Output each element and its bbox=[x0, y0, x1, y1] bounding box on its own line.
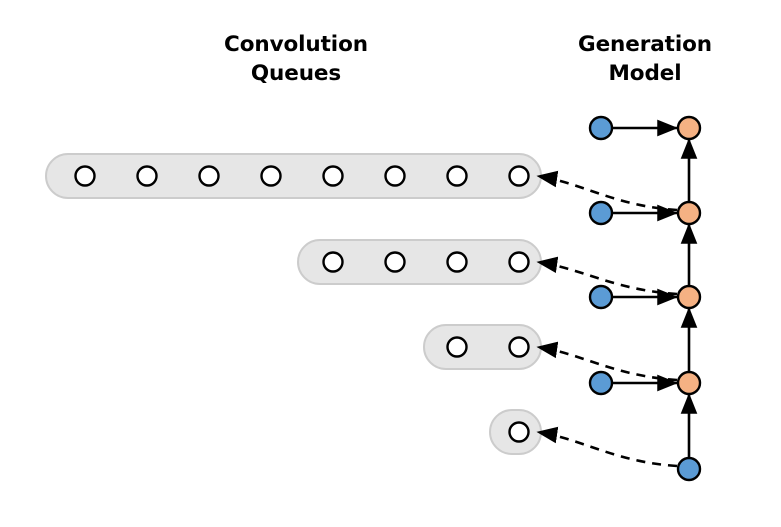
convolution-queue[interactable] bbox=[45, 153, 542, 199]
titles-group: Convolution Queues Generation Model bbox=[224, 32, 712, 86]
feedback-arrows-group bbox=[536, 170, 678, 468]
output-node[interactable] bbox=[676, 284, 702, 310]
feedback-arrow bbox=[536, 170, 678, 212]
input-node[interactable] bbox=[588, 284, 614, 310]
queue-cell[interactable] bbox=[384, 165, 406, 187]
feedback-arrow bbox=[536, 341, 678, 382]
convolution-queue[interactable] bbox=[423, 324, 542, 370]
generation-nodes-group bbox=[588, 115, 702, 482]
queue-cell[interactable] bbox=[508, 421, 530, 443]
output-node[interactable] bbox=[676, 456, 702, 482]
input-node[interactable] bbox=[588, 370, 614, 396]
output-node[interactable] bbox=[676, 370, 702, 396]
queue-cell[interactable] bbox=[446, 251, 468, 273]
feedback-arrow bbox=[536, 426, 678, 468]
left-title-line2: Queues bbox=[251, 61, 341, 86]
queue-cell[interactable] bbox=[446, 165, 468, 187]
input-node[interactable] bbox=[588, 115, 614, 141]
generation-edges-group bbox=[612, 119, 698, 458]
output-node[interactable] bbox=[676, 200, 702, 226]
queue-cell[interactable] bbox=[198, 165, 220, 187]
input-node[interactable] bbox=[588, 200, 614, 226]
queue-cell[interactable] bbox=[322, 251, 344, 273]
queue-cell[interactable] bbox=[446, 336, 468, 358]
queue-cell[interactable] bbox=[508, 336, 530, 358]
queue-cell[interactable] bbox=[136, 165, 158, 187]
queue-cell[interactable] bbox=[508, 165, 530, 187]
queue-cell[interactable] bbox=[508, 251, 530, 273]
convolution-queues-group bbox=[45, 153, 542, 455]
queue-cell[interactable] bbox=[384, 251, 406, 273]
convolution-queue[interactable] bbox=[489, 409, 542, 455]
output-node[interactable] bbox=[676, 115, 702, 141]
feedback-arrow bbox=[536, 256, 678, 296]
right-title-line1: Generation bbox=[578, 32, 712, 57]
queue-cell[interactable] bbox=[260, 165, 282, 187]
convolution-queue[interactable] bbox=[297, 239, 542, 285]
queue-cell[interactable] bbox=[322, 165, 344, 187]
queue-cell[interactable] bbox=[74, 165, 96, 187]
left-title-line1: Convolution bbox=[224, 32, 368, 57]
right-title-line2: Model bbox=[608, 61, 681, 86]
